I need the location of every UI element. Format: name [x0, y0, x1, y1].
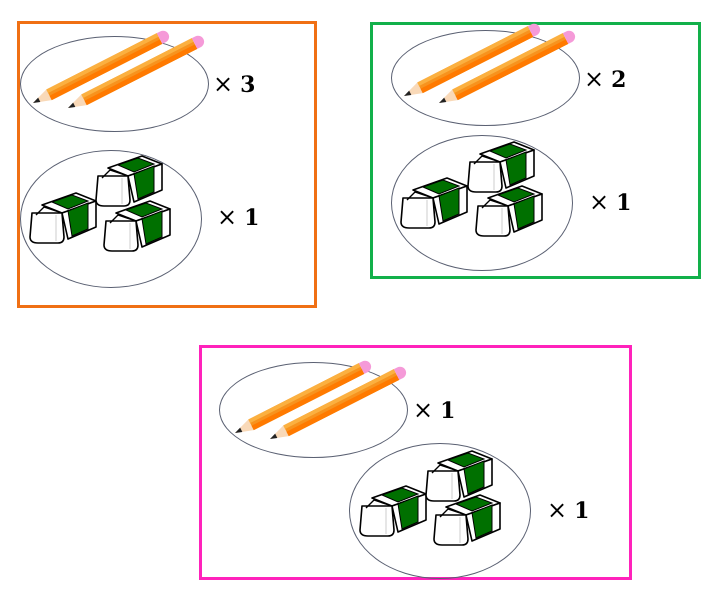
eraser-multiplier-label: × 1 — [217, 203, 260, 231]
pencil-multiplier-label: × 2 — [584, 65, 627, 93]
pencil-set-ellipse — [391, 30, 580, 126]
eraser-set-ellipse — [20, 150, 202, 288]
eraser-set-ellipse — [391, 135, 573, 271]
eraser-set-ellipse — [349, 443, 531, 579]
eraser-multiplier-label: × 1 — [547, 496, 590, 524]
eraser-multiplier-label: × 1 — [589, 188, 632, 216]
orange-group-box — [17, 21, 317, 308]
pencil-multiplier-label: × 1 — [413, 396, 456, 424]
pencil-set-ellipse — [219, 362, 408, 458]
pencil-set-ellipse — [20, 36, 209, 132]
pencil-multiplier-label: × 3 — [213, 70, 256, 98]
green-group-box — [370, 22, 701, 279]
pink-group-box — [199, 345, 632, 580]
